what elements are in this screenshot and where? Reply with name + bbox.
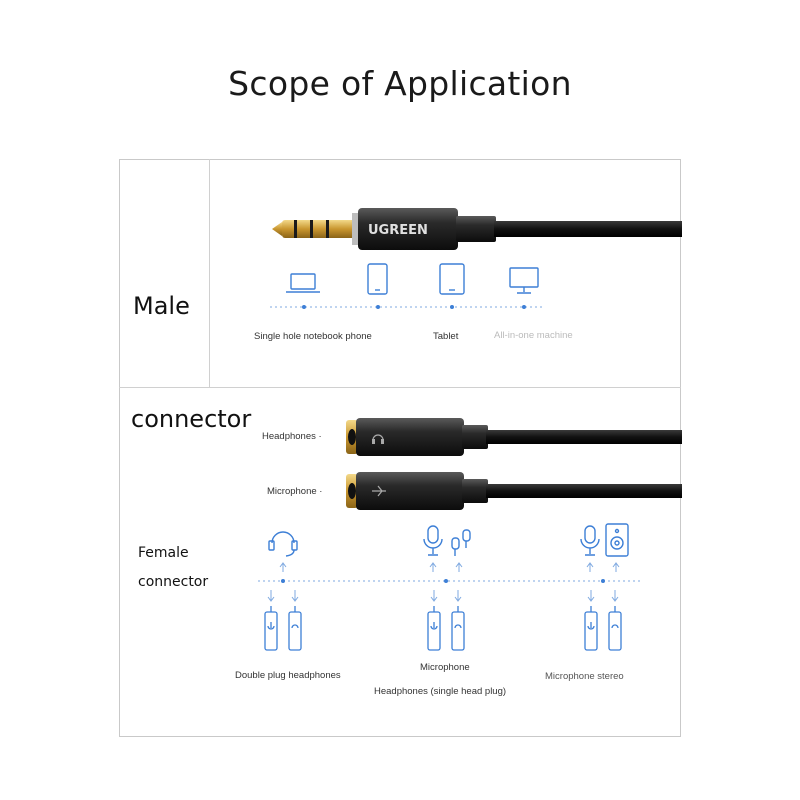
- port-label-microphone: Microphone ·: [267, 486, 323, 497]
- plug-headphone-icon: [451, 606, 465, 651]
- scenario-dotline: [258, 579, 642, 583]
- female-microphone-jack: [346, 472, 682, 510]
- plug-mic-icon: [584, 606, 598, 651]
- plug-headphone-icon: [608, 606, 622, 651]
- device-label-all-in-one: All-in-one machine: [494, 330, 573, 341]
- scenario-label-double-plug: Double plug headphones: [235, 670, 341, 681]
- divider-vertical: [209, 159, 210, 387]
- tablet-icon: [439, 263, 465, 295]
- plug-headphone-icon: [288, 606, 302, 651]
- female-label: Female: [138, 545, 189, 561]
- monitor-icon: [509, 267, 539, 294]
- scenario-label-mic-stereo: Microphone stereo: [545, 671, 624, 682]
- speaker-icon: [605, 523, 629, 557]
- male-label: Male: [133, 292, 190, 320]
- female-headphone-jack: [346, 418, 682, 456]
- connector-label: connector: [131, 405, 252, 433]
- laptop-icon: [286, 273, 320, 293]
- port-label-headphones: Headphones ·: [262, 431, 322, 442]
- headset-icon: [268, 531, 298, 557]
- plug-mic-icon: [427, 606, 441, 651]
- device-label-notebook: Single hole notebook phone: [254, 331, 372, 342]
- plug-brand-text: UGREEN: [368, 223, 428, 238]
- microphone-icon-2: [580, 525, 600, 556]
- phone-icon: [367, 263, 388, 295]
- plug-mic-icon: [264, 606, 278, 651]
- earphones-icon: [451, 529, 471, 556]
- male-plug: UGREEN: [272, 208, 682, 250]
- male-device-dotline: [270, 305, 545, 309]
- page-title: Scope of Application: [228, 64, 572, 103]
- female-connector-label: connector: [138, 574, 209, 590]
- scenario-label-single-head: Headphones (single head plug): [374, 686, 507, 697]
- scenario-label-microphone: Microphone: [420, 662, 470, 673]
- divider-horizontal: [119, 387, 681, 388]
- content-frame: [119, 159, 681, 737]
- microphone-icon: [423, 525, 443, 556]
- device-label-tablet: Tablet: [433, 331, 459, 342]
